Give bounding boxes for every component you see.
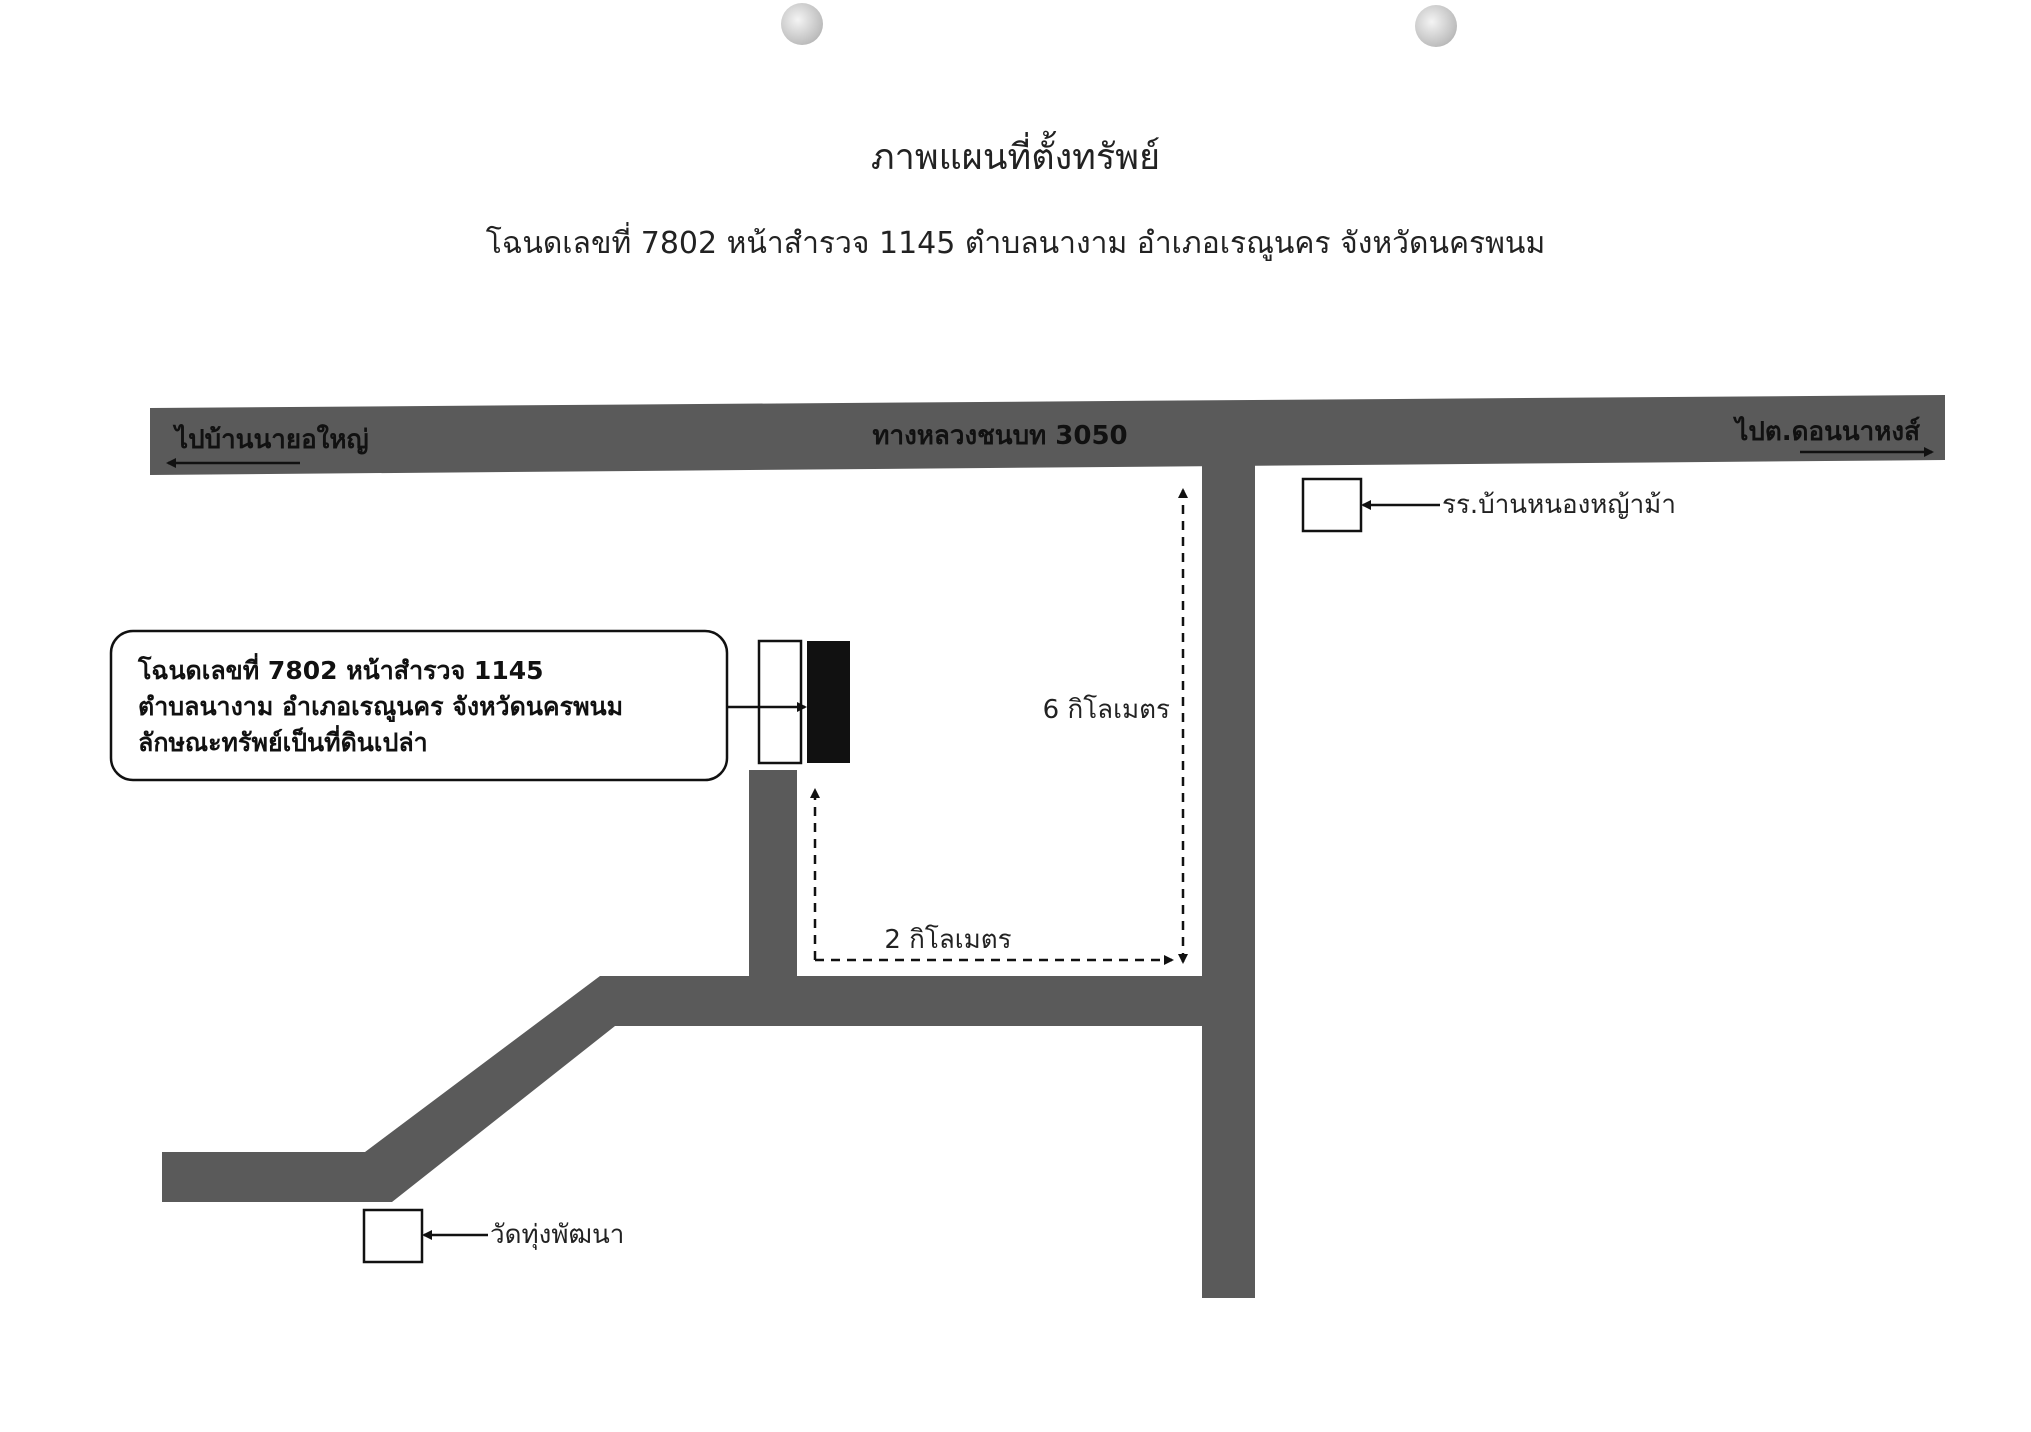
property-callout-box	[109, 629, 729, 782]
school-label: รร.บ้านหนองหญ้าม้า	[1442, 490, 1676, 520]
callout-line-2: ตำบลนางาม อำเภอเรณูนคร จังหวัดนครพนม	[138, 692, 623, 723]
distance-horizontal-label: 2 กิโลเมตร	[884, 924, 1011, 955]
page-title: ภาพแผนที่ตั้งทรัพย์	[870, 137, 1161, 178]
punch-hole-left	[781, 3, 823, 45]
temple-marker	[362, 1208, 424, 1264]
main-road-shape	[150, 395, 1945, 475]
property-plot	[807, 641, 850, 763]
punch-hole-right	[1415, 5, 1457, 47]
lower-road	[162, 976, 1202, 1202]
vertical-road	[1202, 460, 1255, 1298]
adjacent-plot	[757, 639, 803, 765]
distance-vertical-label: 6 กิโลเมตร	[1043, 694, 1170, 725]
main-road	[150, 395, 1945, 475]
school-marker	[1301, 477, 1363, 533]
property-access-road	[749, 770, 797, 985]
main-road-label: ทางหลวงชนบท 3050	[872, 421, 1127, 451]
callout-line-1: โฉนดเลขที่ 7802 หน้าสำรวจ 1145	[137, 653, 544, 685]
temple-label: วัดทุ่งพัฒนา	[490, 1220, 624, 1250]
west-direction-label: ไปบ้านนายอใหญ่	[172, 423, 369, 455]
east-direction-label: ไปต.ดอนนาหงส์	[1732, 415, 1920, 447]
page-subtitle: โฉนดเลขที่ 7802 หน้าสำรวจ 1145 ตำบลนางาม…	[485, 226, 1546, 261]
callout-line-3: ลักษณะทรัพย์เป็นที่ดินเปล่า	[138, 725, 428, 757]
